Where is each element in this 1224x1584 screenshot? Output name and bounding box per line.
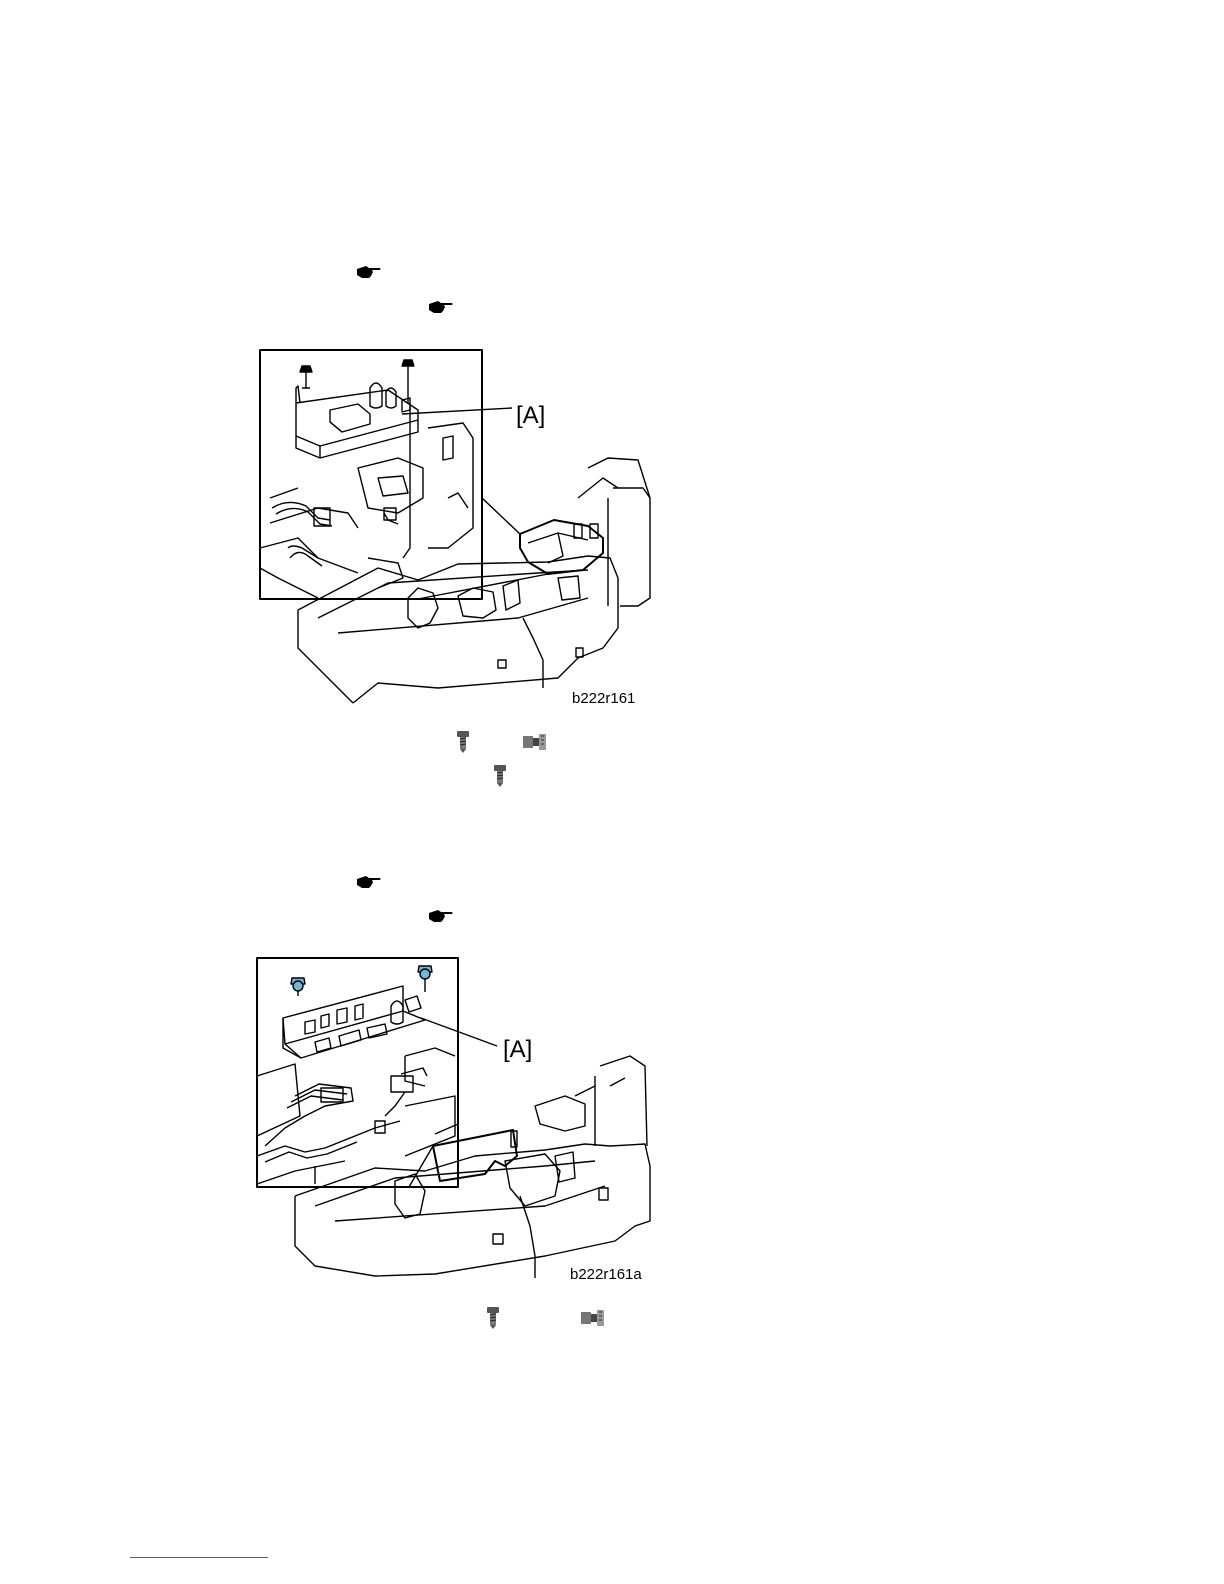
figure-1-illustration: [A] [258,348,658,708]
footer-link-underline[interactable] [130,1557,268,1558]
pointing-hand-icon [356,874,382,890]
figure-2-illustration: [A] [255,956,655,1286]
screw-icon [454,730,472,754]
figure-1-caption: b222r161 [572,690,635,707]
pointing-hand-icon [356,264,382,280]
screw-icon [491,764,509,788]
figure-1-callout-label: [A] [516,402,545,429]
figure-2-caption: b222r161a [570,1266,642,1283]
connector-icon [580,1308,606,1328]
pointing-hand-icon [428,299,454,315]
screw-icon [484,1306,502,1330]
figure-2-callout-label: [A] [503,1036,532,1063]
pointing-hand-icon [428,908,454,924]
connector-icon [522,732,548,752]
